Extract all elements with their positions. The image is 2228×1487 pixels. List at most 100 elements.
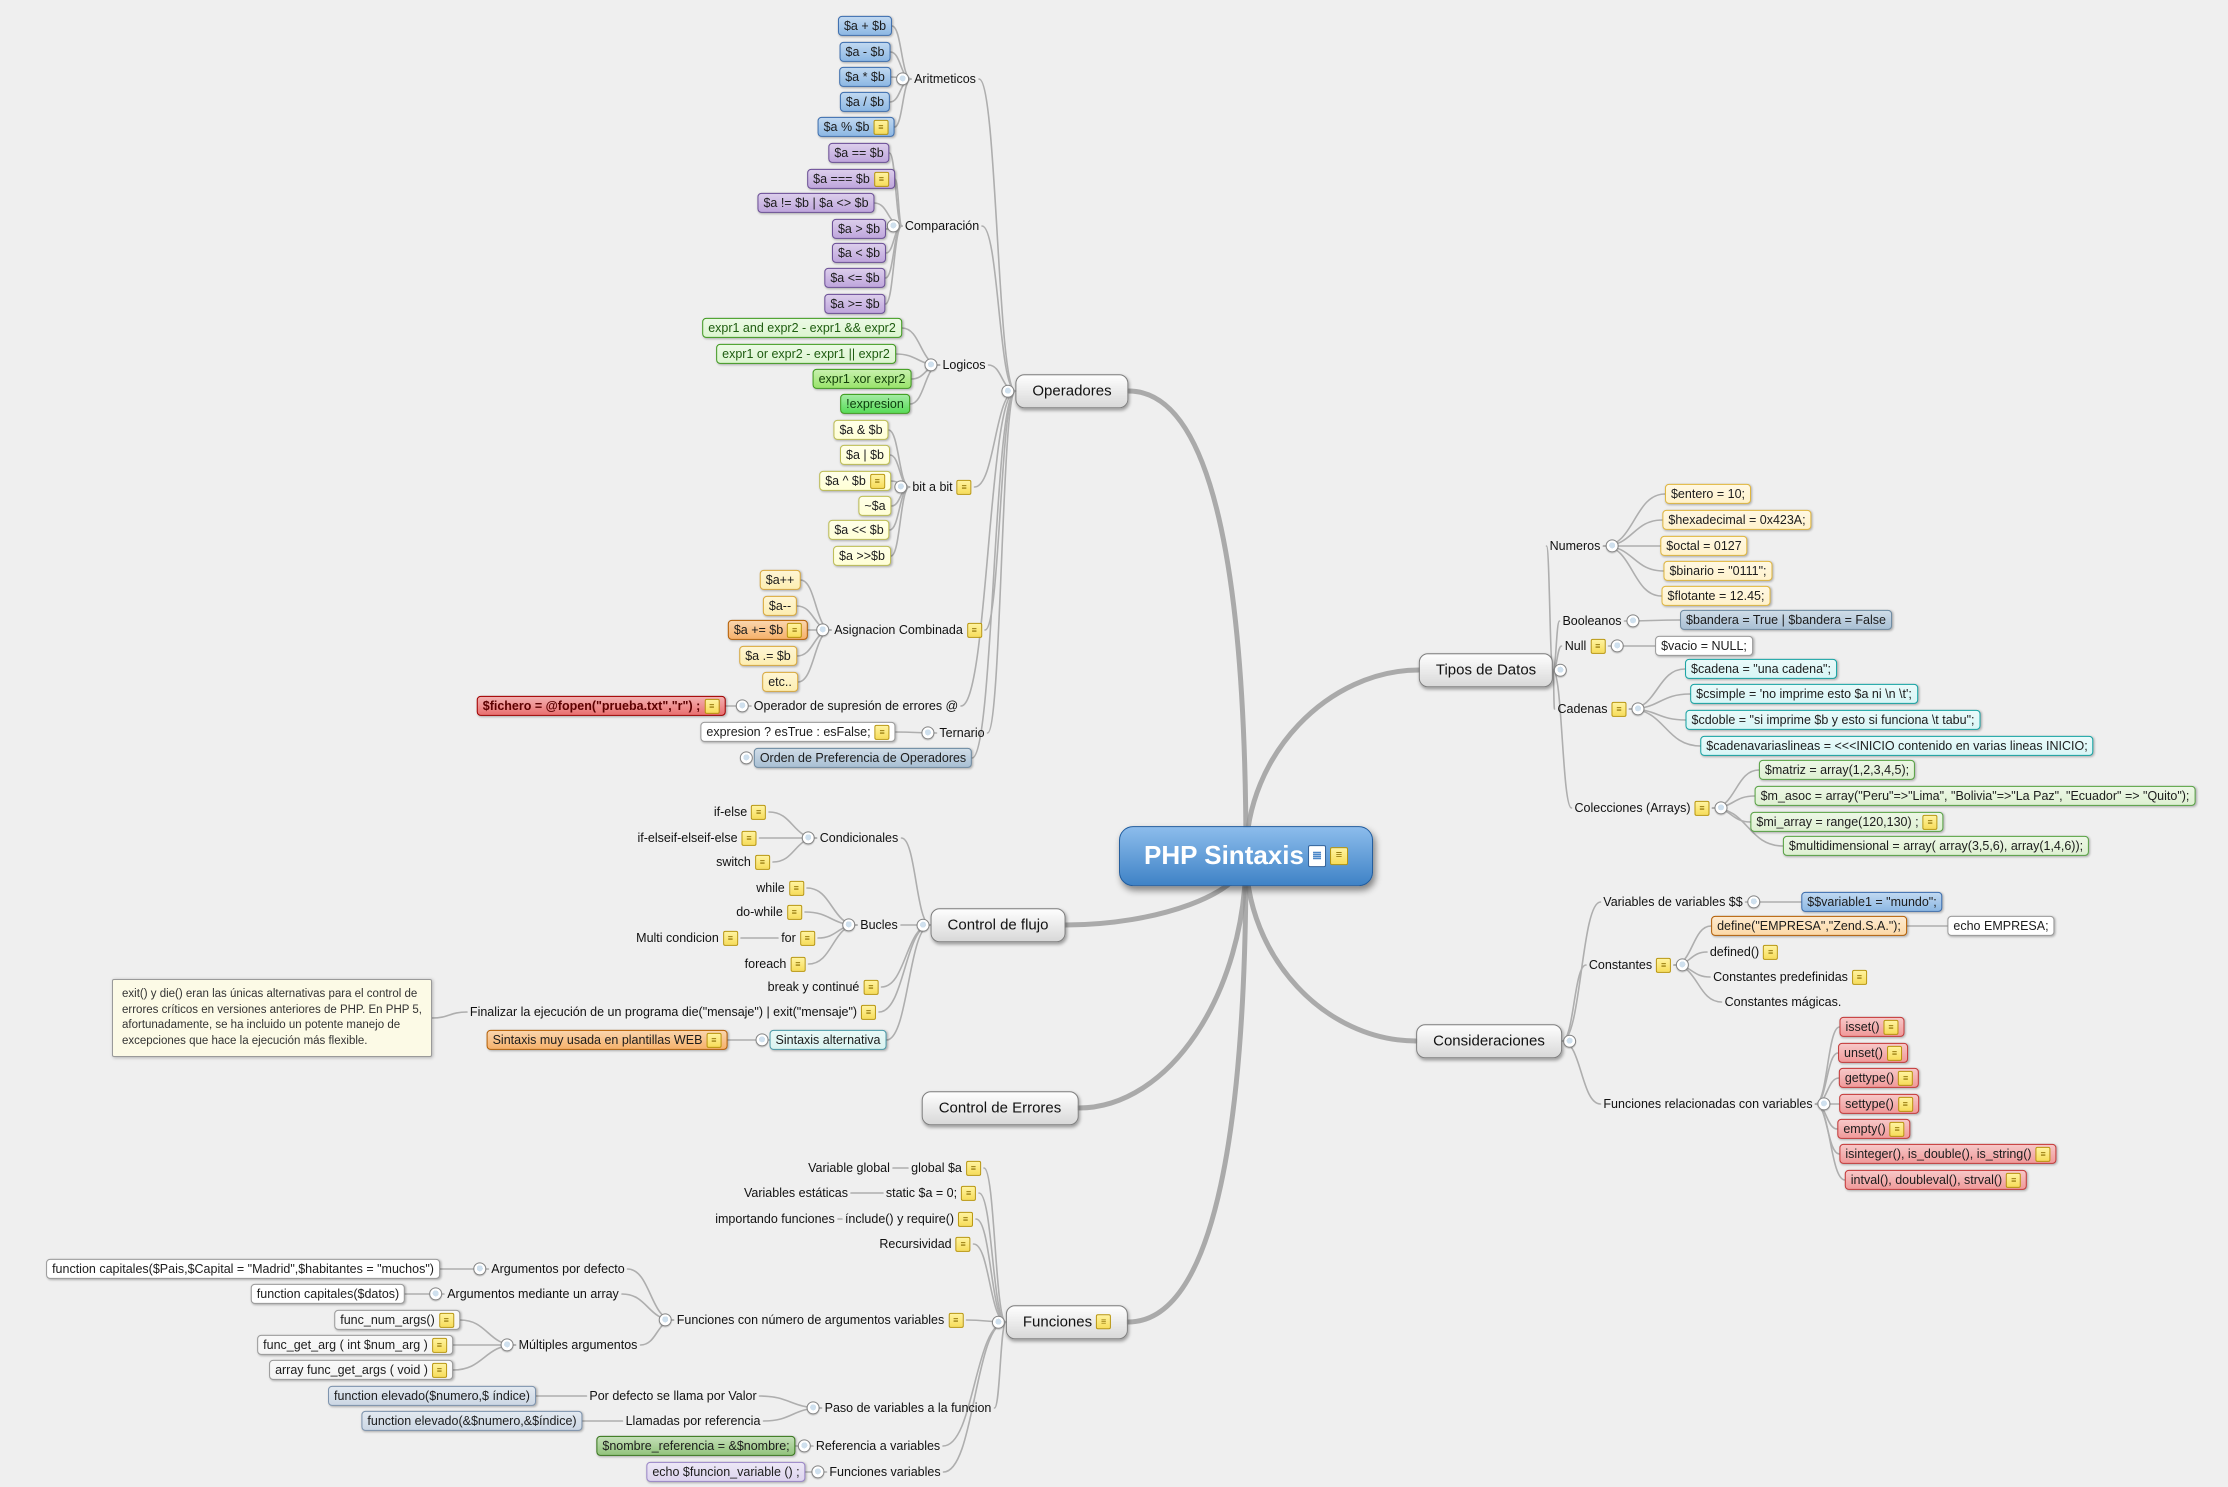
collapse-icon[interactable] [924,358,938,372]
node-fn-args-defecto[interactable]: Argumentos por defecto [473,1260,627,1278]
node-fn-func-variables[interactable]: Funciones variables [811,1463,943,1481]
node-td-miarray[interactable]: $mi_array = range(120,130) ; [1750,811,1944,833]
node-op-xor[interactable]: expr1 xor expr2 [812,368,912,390]
collapse-icon[interactable] [991,1315,1005,1329]
collapse-icon[interactable] [896,72,910,86]
node-op-bxor[interactable]: $a ^ $b [819,470,891,492]
node-td-multidim[interactable]: $multidimensional = array( array(3,5,6),… [1782,835,2090,857]
node-cf-foreach[interactable]: foreach [742,955,809,973]
node-root[interactable]: PHP Sintaxis [1119,826,1373,886]
node-cf-sintaxis-alt[interactable]: Sintaxis alternativa [755,1029,887,1051]
node-op-ternario[interactable]: expresion ? esTrue : esFalse; [700,721,896,743]
collapse-icon[interactable] [806,1401,820,1415]
node-fn-referencia[interactable]: Referencia a variables [797,1437,943,1455]
node-fn-get-args[interactable]: array func_get_args ( void ) [269,1359,453,1381]
node-op-etc[interactable]: etc.. [762,671,798,693]
node-cat-null[interactable]: Null [1562,637,1624,655]
node-fn-echo-var[interactable]: echo $funcion_variable () ; [646,1461,806,1483]
node-cf-for[interactable]: for [778,929,818,947]
node-tipos-de-datos[interactable]: Tipos de Datos [1418,653,1568,687]
collapse-icon[interactable] [797,1439,811,1453]
node-fn-variable-global[interactable]: Variable global [805,1159,893,1177]
collapse-icon[interactable] [1605,539,1619,553]
node-cf-sintaxis-web[interactable]: Sintaxis muy usada en plantillas WEB [486,1029,728,1051]
collapse-icon[interactable] [500,1338,514,1352]
node-cat-cadenas[interactable]: Cadenas [1554,700,1645,718]
collapse-icon[interactable] [1714,801,1728,815]
node-cat-bit[interactable]: bit a bit [894,478,974,496]
node-fv-unset[interactable]: unset() [1838,1042,1908,1064]
collapse-icon[interactable] [1747,895,1761,909]
collapse-icon[interactable] [658,1313,672,1327]
node-cf-multicond[interactable]: Multi condicion [633,929,741,947]
node-op-gt[interactable]: $a > $b [831,218,887,240]
node-td-entero[interactable]: $entero = 10; [1664,483,1752,505]
node-orden-preferencia[interactable]: Orden de Preferencia de Operadores [739,747,973,769]
node-td-vacio[interactable]: $vacio = NULL; [1655,635,1753,657]
node-op-shl[interactable]: $a << $b [828,519,890,541]
node-cat-condicionales[interactable]: Condicionales [801,829,902,847]
node-td-hexa[interactable]: $hexadecimal = 0x423A; [1662,509,1812,531]
node-cat-numeros[interactable]: Numeros [1547,537,1619,555]
node-control-de-flujo[interactable]: Control de flujo [916,908,1066,942]
collapse-icon[interactable] [1631,702,1645,716]
node-cat-colecciones[interactable]: Colecciones (Arrays) [1571,799,1728,817]
node-op-and[interactable]: expr1 and expr2 - expr1 && expr2 [702,317,902,339]
node-fv-empty[interactable]: empty() [1837,1118,1911,1140]
collapse-icon[interactable] [1562,1034,1576,1048]
collapse-icon[interactable] [816,623,830,637]
node-co-const-pre[interactable]: Constantes predefinidas [1710,968,1870,986]
collapse-icon[interactable] [1001,384,1015,398]
node-fv-intval[interactable]: intval(), doubleval(), strval() [1844,1169,2028,1191]
node-op-mult[interactable]: $a * $b [839,66,891,88]
collapse-icon[interactable] [1554,663,1568,677]
node-op-ge[interactable]: $a >= $b [824,293,886,315]
collapse-icon[interactable] [916,918,930,932]
node-fn-nombre-ref[interactable]: $nombre_referencia = &$nombre; [596,1435,796,1457]
node-fn-args-variables[interactable]: Funciones con número de argumentos varia… [658,1311,967,1329]
node-op-inc[interactable]: $a++ [759,569,801,591]
node-fn-num-args[interactable]: func_num_args() [334,1309,460,1331]
node-cat-supresion[interactable]: Operador de supresión de errores @ [735,697,961,715]
node-fn-include[interactable]: ínclude() y require() [842,1210,976,1228]
node-fn-importando[interactable]: importando funciones [712,1210,838,1228]
node-td-flotante[interactable]: $flotante = 12.45; [1661,585,1771,607]
node-td-octal[interactable]: $octal = 0127 [1660,535,1748,557]
collapse-icon[interactable] [886,219,900,233]
node-fn-get-arg[interactable]: func_get_arg ( int $num_arg ) [257,1334,453,1356]
node-co-varvar[interactable]: $$variable1 = "mundo"; [1801,891,1943,913]
node-fv-isinteger[interactable]: isinteger(), is_double(), is_string() [1839,1143,2057,1165]
node-op-or[interactable]: expr1 or expr2 - expr1 || expr2 [716,343,896,365]
node-fn-recursividad[interactable]: Recursividad [876,1235,973,1253]
node-co-defined[interactable]: defined() [1707,943,1781,961]
collapse-icon[interactable] [811,1465,825,1479]
node-op-le[interactable]: $a <= $b [824,267,886,289]
node-co-define[interactable]: define("EMPRESA","Zend.S.A."); [1711,915,1907,937]
node-fn-capitales-1[interactable]: function capitales($Pais,$Capital = "Mad… [46,1258,440,1280]
node-fn-args-array[interactable]: Argumentos mediante un array [429,1285,622,1303]
node-fn-static[interactable]: static $a = 0; [883,1184,979,1202]
node-op-mod[interactable]: $a % $b [817,116,895,138]
collapse-icon[interactable] [894,480,908,494]
collapse-icon[interactable] [739,751,753,765]
node-co-echo-empresa[interactable]: echo EMPRESA; [1947,915,2055,937]
node-op-dec[interactable]: $a-- [762,595,798,617]
node-fn-paso[interactable]: Paso de variables a la funcion [806,1399,995,1417]
collapse-icon[interactable] [755,1033,769,1047]
node-fn-capitales-2[interactable]: function capitales($datos) [250,1283,406,1305]
collapse-icon[interactable] [429,1287,443,1301]
node-op-bnot[interactable]: ~$a [858,495,892,517]
node-fn-elevado-2[interactable]: function elevado(&$numero,&$índice) [361,1410,583,1432]
node-operadores[interactable]: Operadores [1001,374,1129,408]
node-cat-funcvar[interactable]: Funciones relacionadas con variables [1600,1095,1831,1113]
collapse-icon[interactable] [473,1262,487,1276]
node-op-noteq[interactable]: $a != $b | $a <> $b [757,192,875,214]
node-td-binario[interactable]: $binario = "0111"; [1663,560,1773,582]
collapse-icon[interactable] [1676,958,1690,972]
node-consideraciones[interactable]: Consideraciones [1416,1024,1576,1058]
node-op-doteq[interactable]: $a .= $b [739,645,797,667]
node-cf-ifelseif[interactable]: if-elseif-elseif-else [634,829,759,847]
node-cf-while[interactable]: while [753,879,807,897]
node-op-shr[interactable]: $a >>$b [833,545,891,567]
node-cf-finalizar[interactable]: Finalizar la ejecución de un programa di… [467,1003,879,1021]
